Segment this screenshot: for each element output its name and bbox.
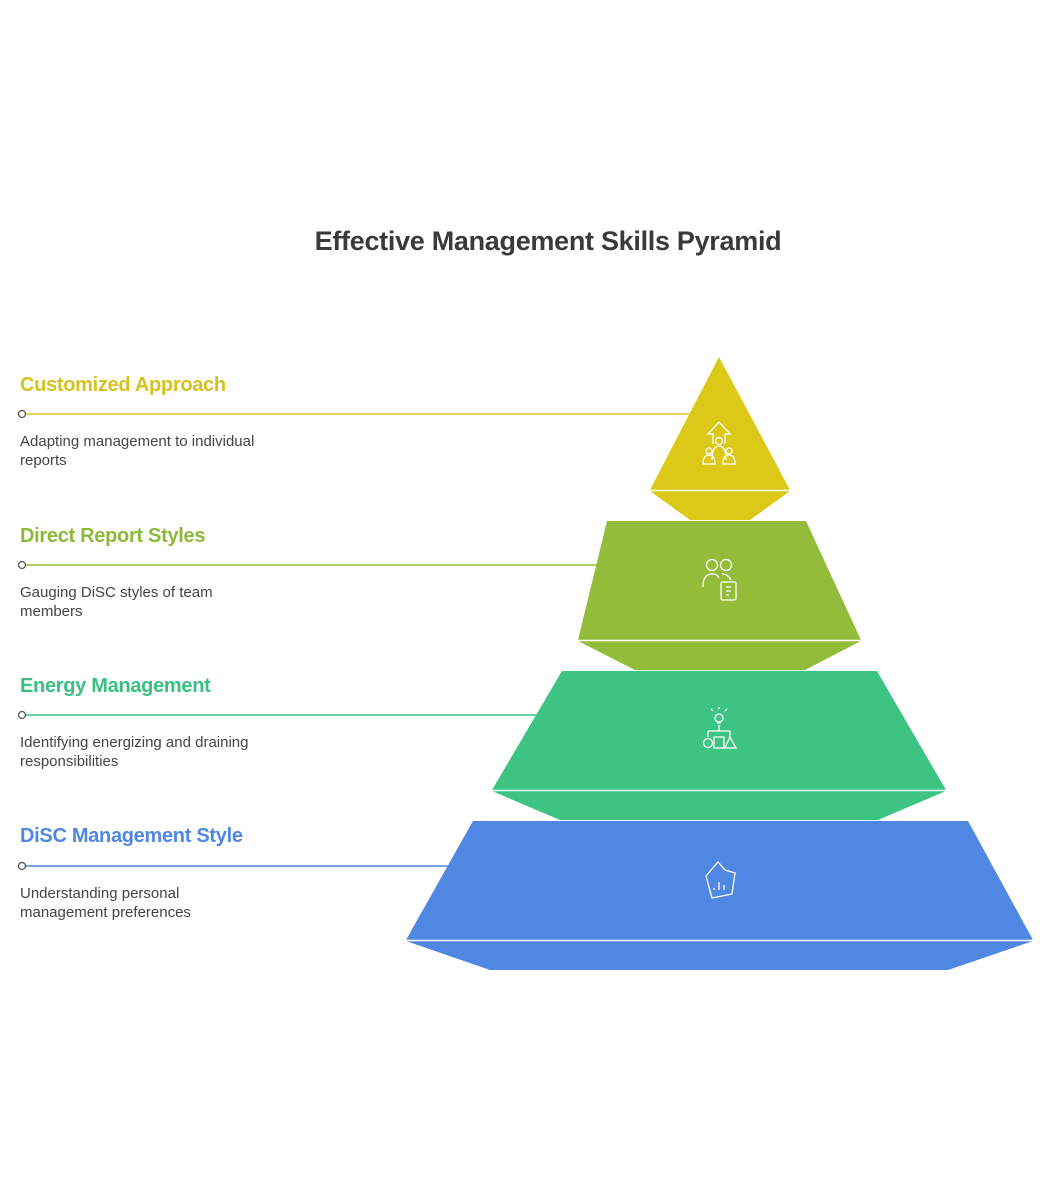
- tier-label-disc-management-style: DiSC Management Style: [20, 825, 243, 847]
- connector-direct-report: [17, 560, 612, 570]
- tier-desc-direct-report-styles: Gauging DiSC styles of team members: [20, 584, 213, 620]
- connector-customized: [17, 409, 690, 419]
- tier-disc-management-style: [406, 821, 1033, 970]
- people-document-icon: [702, 558, 737, 601]
- diagram-title: Effective Management Skills Pyramid: [314, 226, 782, 256]
- tier-desc-customized-approach: Adapting management to individual report…: [20, 433, 255, 469]
- team-growth-arrow-icon: [702, 421, 736, 465]
- tier-label-energy-management: Energy Management: [20, 675, 211, 697]
- tier-label-direct-report-styles: Direct Report Styles: [20, 525, 206, 547]
- tier-customized-approach: [650, 357, 790, 520]
- tier-energy-management: [492, 671, 946, 820]
- idea-shapes-icon: [702, 707, 738, 749]
- tier-desc-disc-management-style: Understanding personal management prefer…: [20, 885, 191, 921]
- tier-label-customized-approach: Customized Approach: [20, 374, 226, 396]
- connector-energy: [17, 710, 536, 720]
- tier-direct-report-styles: [578, 521, 861, 670]
- tier-desc-energy-management: Identifying energizing and draining resp…: [20, 734, 249, 770]
- chart-pentagon-icon: [705, 861, 736, 899]
- connector-disc: [17, 861, 452, 871]
